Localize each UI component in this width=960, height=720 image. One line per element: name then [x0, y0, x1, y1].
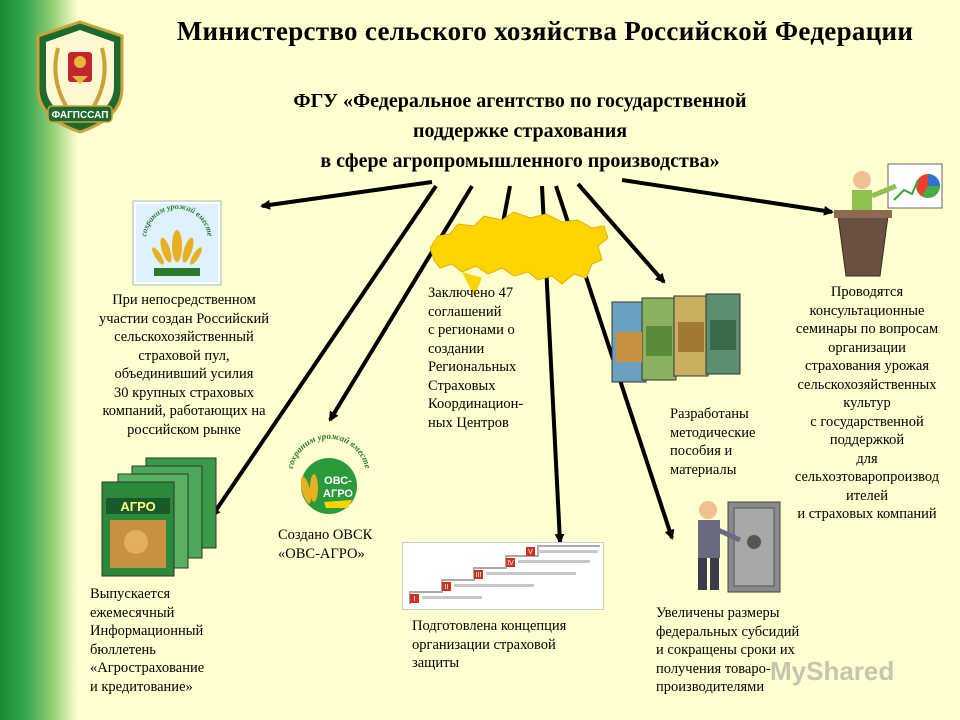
text-line: компаний, работающих на — [102, 403, 266, 419]
text-line: и страховых компаний — [797, 506, 937, 522]
text-line: российском рынке — [127, 421, 241, 438]
step-label: III — [476, 572, 482, 579]
step-label: IV — [507, 560, 514, 567]
watermark: MyShared — [770, 656, 895, 686]
text-line: и сокращены сроки их — [656, 642, 795, 658]
text-line: ежемесячный — [90, 604, 175, 621]
text-line: Информационный — [90, 623, 204, 639]
step-label: I — [414, 596, 416, 603]
text-line: получения товаро- — [656, 660, 771, 677]
text-line: защиты — [412, 655, 460, 671]
text-line: «Агрострахование — [90, 660, 205, 676]
text-line: Страховых — [428, 377, 496, 394]
subsidies-text: Увеличены размеры федеральных субсидий и… — [656, 604, 832, 697]
text-line: участии создан Российский — [99, 310, 269, 327]
man-with-safe-icon — [698, 501, 781, 593]
arrow-to-pool — [260, 180, 433, 210]
bulletin-cover-label: АГРО — [120, 499, 155, 514]
pool-text: При непосредственном участии создан Росс… — [82, 291, 286, 439]
step-label: II — [445, 584, 449, 591]
arrow-to-manuals — [576, 182, 666, 284]
arrow-to-ovsk — [328, 184, 474, 422]
bulletin-covers-icon: АГРО — [101, 457, 217, 577]
text-line: Создано ОВСК — [278, 527, 373, 543]
ovsk-text: Создано ОВСК «ОВС-АГРО» — [278, 526, 398, 563]
text-line: Разработаны — [670, 406, 749, 422]
text-line: «ОВС-АГРО» — [278, 545, 365, 562]
text-line: Подготовлена концепция — [412, 618, 567, 634]
arrow-to-seminars — [621, 178, 834, 216]
text-line: соглашений — [428, 303, 502, 320]
logo-label: ФАГПССАП — [52, 110, 109, 121]
text-line: с государственной — [810, 413, 924, 430]
bulletin-text: Выпускается ежемесячный Информационный б… — [90, 585, 240, 696]
page-title: Министерство сельского хозяйства Российс… — [176, 16, 914, 46]
seminars-text: Проводятся консультационные семинары по … — [782, 283, 952, 524]
ovs-logo-icon: сохраним урожай вместе ОВС- АГРО — [285, 431, 373, 514]
fagpssap-emblem-icon: ФАГПССАП — [36, 20, 124, 134]
text-line: Заключено 47 — [428, 285, 514, 301]
text-line: создании — [428, 340, 485, 357]
pool-logo-icon: сохраним урожай вместе — [132, 200, 222, 286]
text-line: поддержкой — [829, 432, 905, 448]
text-line: материалы — [670, 461, 737, 478]
ovs-logo-label-1: ОВС- — [324, 475, 352, 487]
text-line: для — [856, 450, 878, 467]
text-line: сельхозтоваропроизвод — [794, 469, 940, 485]
agreements-text: Заключено 47 соглашений с регионами о со… — [428, 284, 558, 432]
manuals-text: Разработаны методические пособия и матер… — [670, 405, 780, 479]
presenter-icon — [834, 163, 943, 277]
text-line: пособия и — [670, 443, 733, 459]
text-line: организации страховой — [412, 636, 556, 653]
text-line: страховой пул, — [138, 347, 230, 364]
text-line: федеральных субсидий — [656, 623, 800, 640]
text-line: семинары по вопросам — [795, 321, 939, 337]
concept-text: Подготовлена концепция организации страх… — [412, 617, 612, 673]
text-line: Проводятся — [830, 284, 904, 300]
text-line: и кредитование» — [90, 678, 193, 695]
text-line: Увеличены размеры — [656, 605, 780, 621]
concept-staircase-icon: I II III IV V — [402, 542, 604, 610]
text-line: организации — [828, 339, 906, 356]
text-line: производителями — [656, 679, 765, 695]
text-line: бюллетень — [90, 641, 156, 658]
subtitle-line: поддержке страхования — [412, 120, 628, 142]
page-subtitle: ФГУ «Федеральное агентство по государств… — [200, 86, 840, 176]
text-line: При непосредственном — [112, 292, 256, 308]
russia-map-icon — [429, 211, 609, 296]
text-line: сельскохозяйственных — [797, 376, 937, 393]
text-line: Региональных — [428, 359, 517, 375]
text-line: объединивший усилия — [114, 366, 254, 382]
text-line: 30 крупных страховых — [113, 384, 255, 401]
text-line: сельскохозяйственный — [114, 329, 254, 345]
text-line: консультационные — [809, 302, 925, 319]
text-line: Выпускается — [90, 586, 171, 602]
subtitle-line: в сфере агропромышленного производства» — [320, 150, 720, 172]
manuals-books-icon — [611, 293, 741, 383]
text-line: с регионами о — [428, 322, 515, 338]
text-line: страхования урожая — [804, 358, 929, 374]
text-line: ных Центров — [428, 414, 509, 431]
text-line: методические — [670, 424, 756, 441]
arrow-to-bulletin — [210, 184, 438, 518]
text-line: Координацион- — [428, 396, 524, 412]
text-line: ителей — [846, 487, 888, 504]
ovs-logo-label-2: АГРО — [323, 488, 353, 500]
step-label: V — [528, 549, 533, 556]
subtitle-line: ФГУ «Федеральное агентство по государств… — [293, 90, 747, 112]
text-line: культур — [843, 395, 891, 411]
